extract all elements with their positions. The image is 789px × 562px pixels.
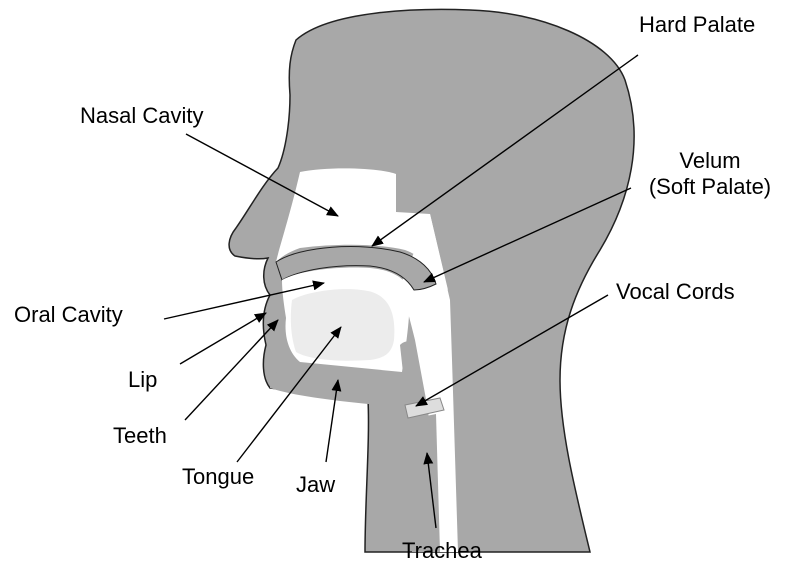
label-lip: Lip	[128, 367, 157, 393]
tongue-shape	[291, 289, 395, 361]
arrow-lip	[180, 313, 266, 364]
label-velum-line2: (Soft Palate)	[637, 174, 783, 200]
label-velum: Velum (Soft Palate)	[637, 148, 783, 200]
label-oral-cavity: Oral Cavity	[14, 302, 123, 328]
label-tongue: Tongue	[182, 464, 254, 490]
label-teeth: Teeth	[113, 423, 167, 449]
label-nasal-cavity: Nasal Cavity	[80, 103, 203, 129]
label-trachea: Trachea	[402, 538, 482, 562]
label-hard-palate: Hard Palate	[639, 12, 755, 38]
label-velum-line1: Velum	[637, 148, 783, 174]
trachea-shape	[406, 414, 440, 552]
label-jaw: Jaw	[296, 472, 335, 498]
label-vocal-cords: Vocal Cords	[616, 279, 735, 305]
